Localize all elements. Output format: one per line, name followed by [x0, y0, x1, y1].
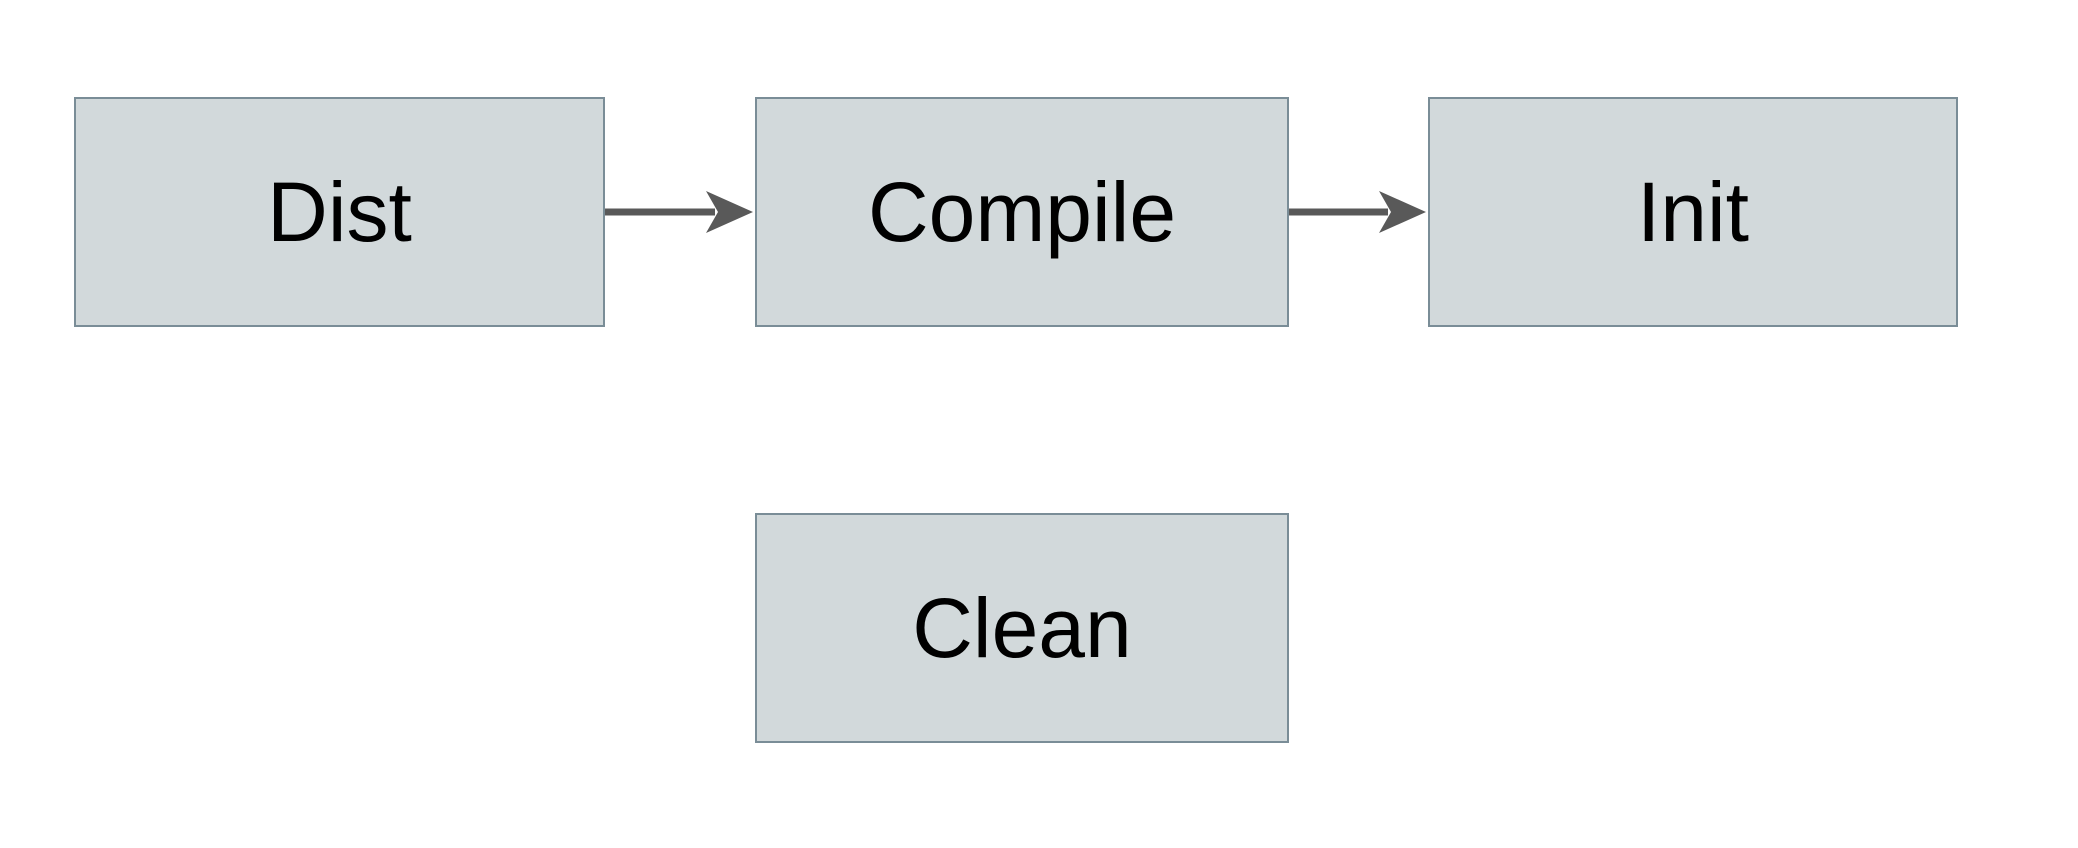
node-init-label: Init	[1636, 165, 1750, 259]
node-dist-label: Dist	[267, 165, 412, 259]
node-compile[interactable]: Compile	[755, 97, 1289, 327]
node-clean-label: Clean	[912, 581, 1132, 675]
node-init[interactable]: Init	[1428, 97, 1958, 327]
arrow-compile-to-init[interactable]	[1289, 191, 1426, 233]
arrow-dist-to-compile[interactable]	[605, 191, 753, 233]
node-dist[interactable]: Dist	[74, 97, 605, 327]
node-compile-label: Compile	[867, 165, 1177, 259]
node-clean[interactable]: Clean	[755, 513, 1289, 743]
